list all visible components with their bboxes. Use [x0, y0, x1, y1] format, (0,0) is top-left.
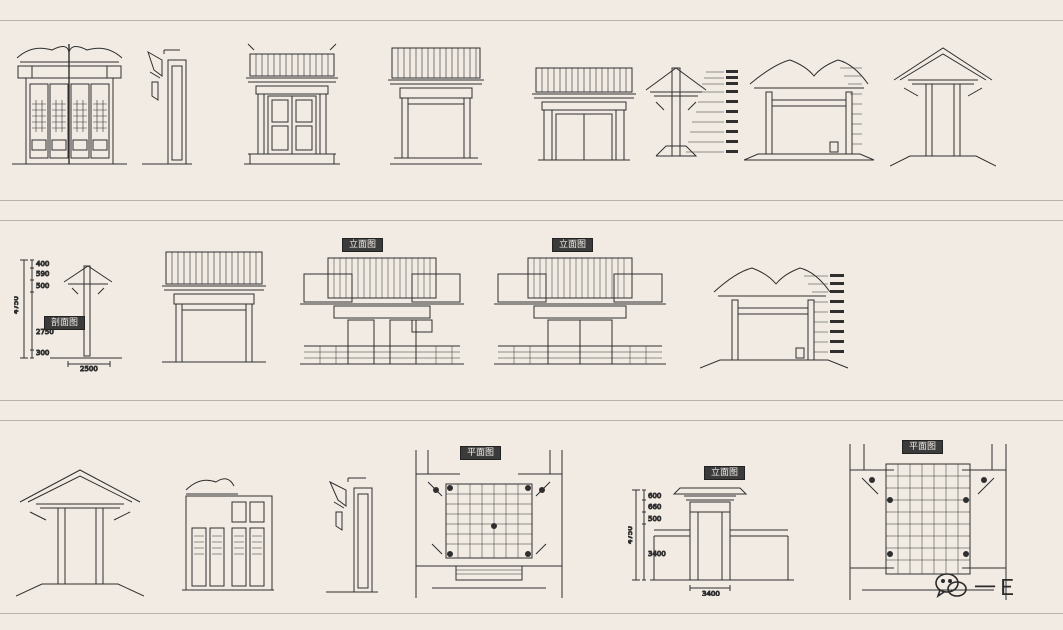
double-gable-section-drawing — [744, 48, 878, 166]
plan-view-drawing: 平面图 — [412, 446, 566, 598]
section-label: 剖面图 — [44, 316, 86, 330]
double-gable-section-drawing-2 — [700, 256, 858, 374]
dimensioned-gate-elevation-drawing: 4750 600 660 500 3400 3400 立面图 — [628, 466, 798, 596]
gate-section-annotated-drawing — [642, 62, 742, 166]
divider-row2-bottom — [0, 400, 1063, 401]
divider-row1-bottom — [0, 200, 1063, 201]
wechat-icon — [935, 573, 967, 598]
door-elevation-drawing — [12, 40, 127, 168]
wall-gate-elevation-drawing: 立面图 — [300, 238, 464, 372]
width-dimension-2: 3400 — [702, 590, 720, 596]
elevation-label-2: 立面图 — [552, 238, 594, 252]
sub-dimension-6: 600 — [648, 492, 661, 500]
divider-top — [0, 20, 1063, 21]
sub-dimension-4: 2750 — [36, 328, 54, 336]
divider-row2-top — [0, 220, 1063, 221]
sub-dimension-1: 400 — [36, 260, 49, 268]
plan-view-drawing-2: 平面图 — [846, 440, 1010, 600]
door-section-drawing — [142, 42, 192, 166]
dimensioned-section-drawing: 4750 400 590 500 2750 300 2500 剖面图 — [14, 254, 122, 372]
door-elevation-drawing-2 — [182, 472, 274, 594]
sub-dimension-3: 500 — [36, 282, 49, 290]
sub-dimension-2: 590 — [36, 270, 49, 278]
divider-bottom — [0, 613, 1063, 614]
gable-gateway-drawing-2 — [16, 466, 144, 600]
plan-label-2: 平面图 — [902, 440, 944, 454]
plan-label-1: 平面图 — [460, 446, 502, 460]
sub-dimension-8: 500 — [648, 515, 661, 523]
height-dimension-2: 4750 — [628, 526, 634, 544]
sub-dimension-9: 3400 — [648, 550, 666, 558]
watermark-text: 一Ｅ — [974, 576, 1019, 601]
open-gate-elevation-drawing-2 — [158, 246, 270, 370]
elevation-label-3: 立面图 — [704, 466, 746, 480]
sub-dimension-7: 660 — [648, 503, 661, 511]
sub-dimension-5: 300 — [36, 349, 49, 357]
gable-gateway-drawing — [890, 44, 996, 168]
elevation-label-1: 立面图 — [342, 238, 384, 252]
open-gate-elevation-drawing — [386, 44, 486, 168]
wall-gate-elevation-drawing-2: 立面图 — [494, 238, 666, 372]
divider-row3-top — [0, 420, 1063, 421]
front-gate-elevation-drawing — [530, 64, 638, 168]
width-dimension: 2500 — [80, 365, 98, 372]
height-dimension: 4750 — [14, 296, 20, 314]
watermark: 一Ｅ — [934, 566, 1054, 606]
gate-elevation-drawing — [244, 40, 340, 168]
door-section-drawing-2 — [326, 470, 378, 594]
